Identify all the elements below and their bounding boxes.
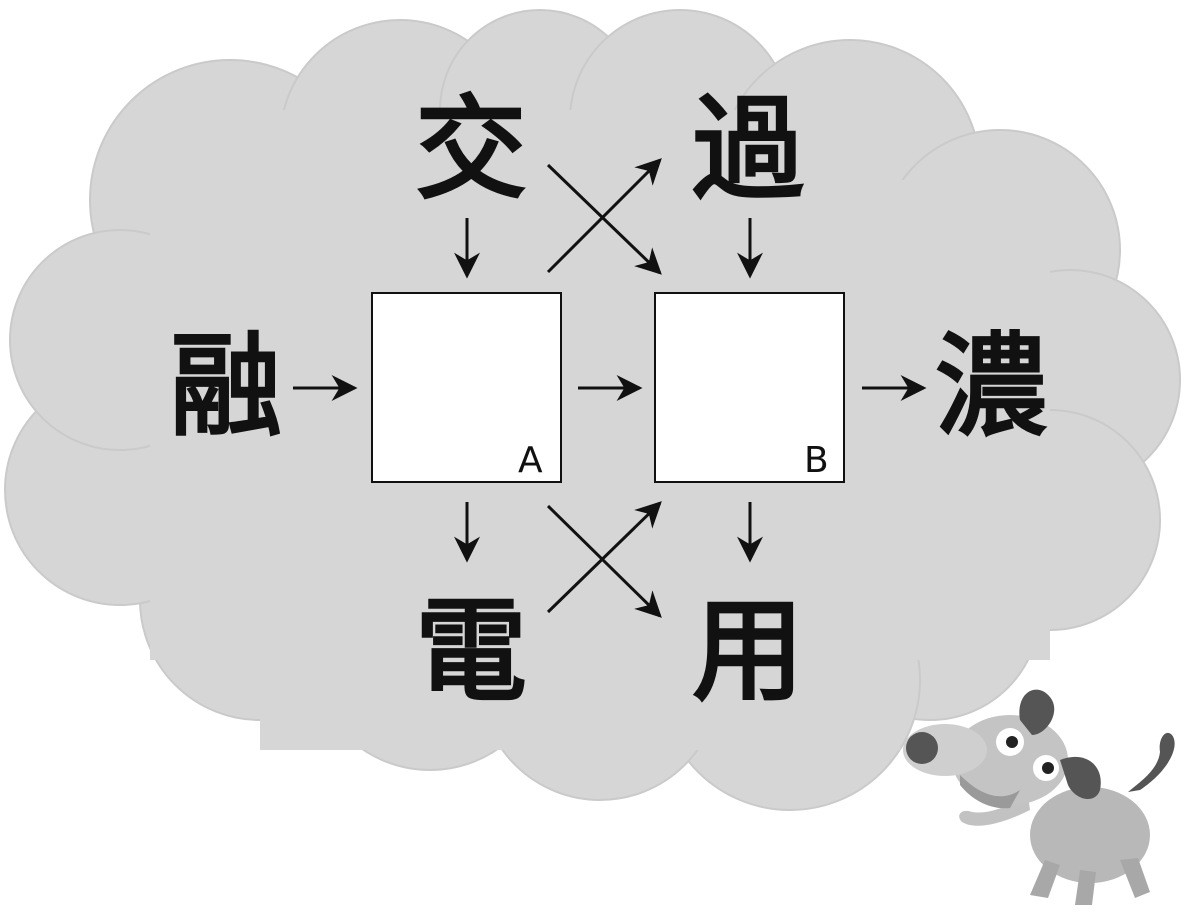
arrow-diag-bottom-2 (546, 501, 662, 614)
arrow-diag-top-1 (546, 163, 662, 275)
kanji-bottom-right: 用 (692, 586, 804, 717)
kanji-right: 濃 (935, 321, 1048, 452)
box-a-label: A (518, 440, 543, 481)
box-b-label: B (804, 440, 829, 481)
arrow-diag-top-2 (546, 158, 662, 274)
arrow-diag-bottom-1 (546, 504, 662, 618)
dog-mascot-icon (903, 689, 1175, 905)
answer-box-a[interactable] (371, 292, 562, 483)
kanji-top-left: 交 (415, 84, 527, 215)
kanji-top-right: 過 (692, 84, 805, 215)
answer-box-b[interactable] (654, 292, 845, 483)
kanji-left: 融 (170, 321, 282, 452)
kanji-bottom-left: 電 (415, 586, 527, 717)
